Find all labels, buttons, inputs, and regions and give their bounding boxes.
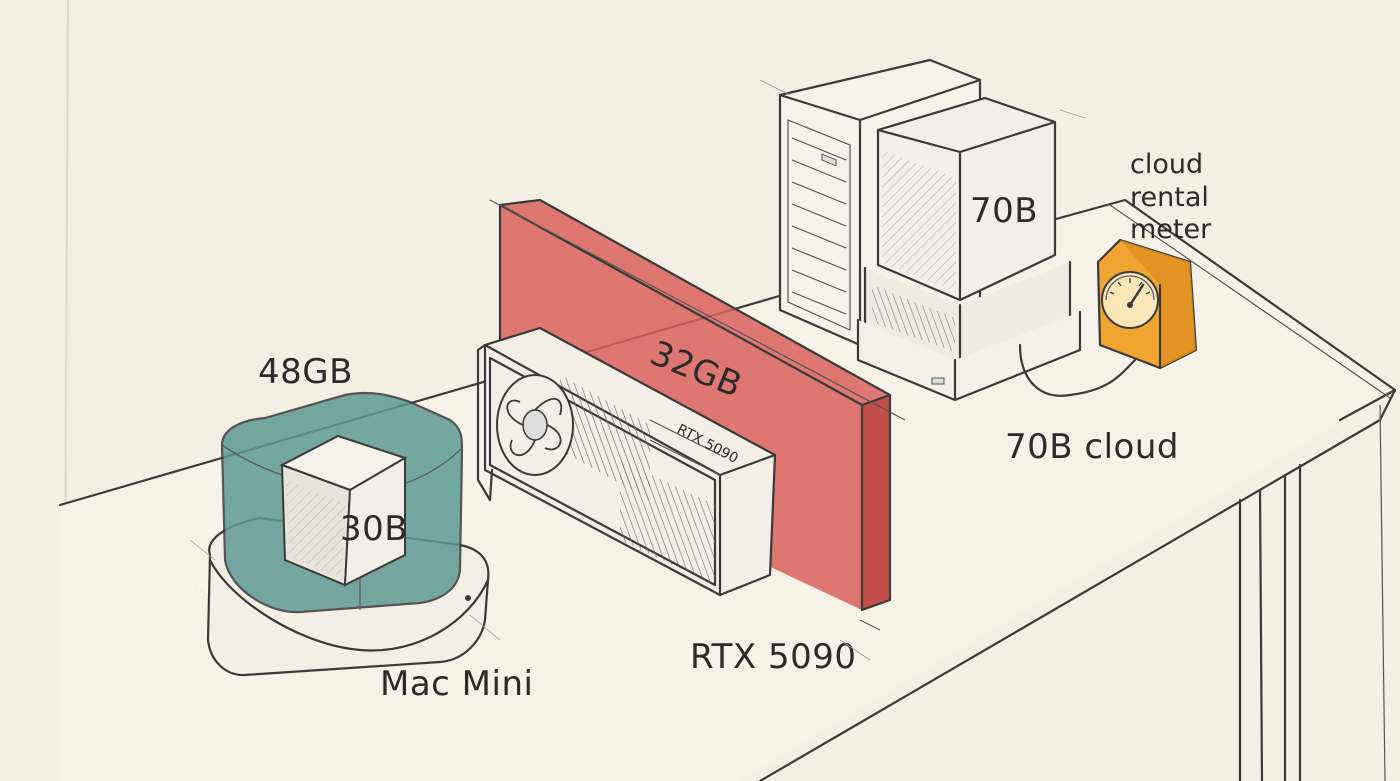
rtx-5090-card: RTX 5090 [476, 326, 777, 597]
sketch-guides [189, 79, 1086, 661]
server-label: 70B cloud [1005, 427, 1179, 467]
mac-mini-label: Mac Mini [380, 664, 533, 704]
meter-label-line2: rental [1130, 182, 1209, 213]
server-model-label: 70B [970, 191, 1038, 231]
mac-memory-label: 48GB [258, 352, 353, 392]
gpu-memory-block [489, 198, 906, 631]
cloud-server: 70B [778, 58, 1082, 402]
rtx-label: RTX 5090 [690, 637, 857, 677]
meter-label-line3: meter [1130, 214, 1212, 245]
mac-mini: 30B [185, 391, 490, 677]
meter-label-line1: cloud [1130, 149, 1203, 180]
cloud-rental-meter: cloud rental meter [1018, 149, 1212, 397]
drive-bays [787, 119, 851, 331]
mac-model-label: 30B [340, 509, 408, 549]
fan-icon [496, 374, 574, 476]
